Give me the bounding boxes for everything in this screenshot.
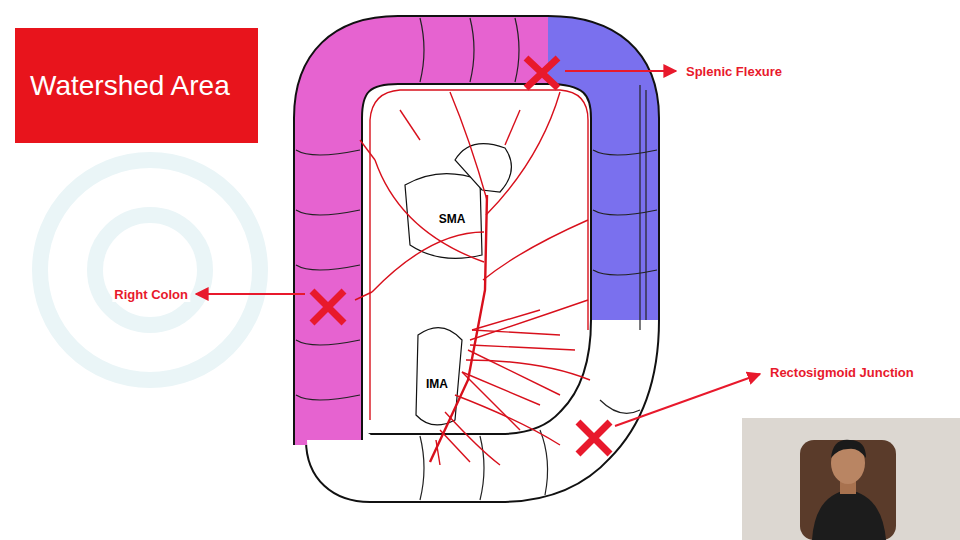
- vessel-label: IMA: [425, 377, 449, 391]
- callout-label-holder: Right Colon: [112, 285, 190, 303]
- title-box: Watershed Area: [15, 28, 258, 143]
- haustra-lines: [296, 18, 657, 500]
- watermark-logo: [40, 160, 260, 380]
- callout-label-holder: Splenic Flexure: [684, 62, 784, 80]
- mesentery-outlines: [405, 144, 511, 425]
- right-colon-band: [328, 50, 548, 445]
- leader-arrows: [196, 71, 760, 426]
- colon-outline: [328, 50, 625, 468]
- vessel-label: SMA: [438, 212, 467, 226]
- presenter-video: [742, 418, 960, 540]
- vessel-label-holder: IMA: [425, 374, 449, 392]
- main-artery-trunk: [430, 195, 487, 462]
- title-text: Watershed Area: [30, 70, 230, 102]
- artery-branches: [355, 90, 590, 465]
- vessel-label-holder: SMA: [438, 209, 467, 227]
- callout-label: Right Colon: [112, 287, 190, 302]
- callout-label-holder: Rectosigmoid Junction: [768, 363, 916, 381]
- ischemia-marks: [312, 58, 610, 454]
- callout-label: Rectosigmoid Junction: [768, 365, 916, 380]
- callout-label: Splenic Flexure: [684, 64, 784, 79]
